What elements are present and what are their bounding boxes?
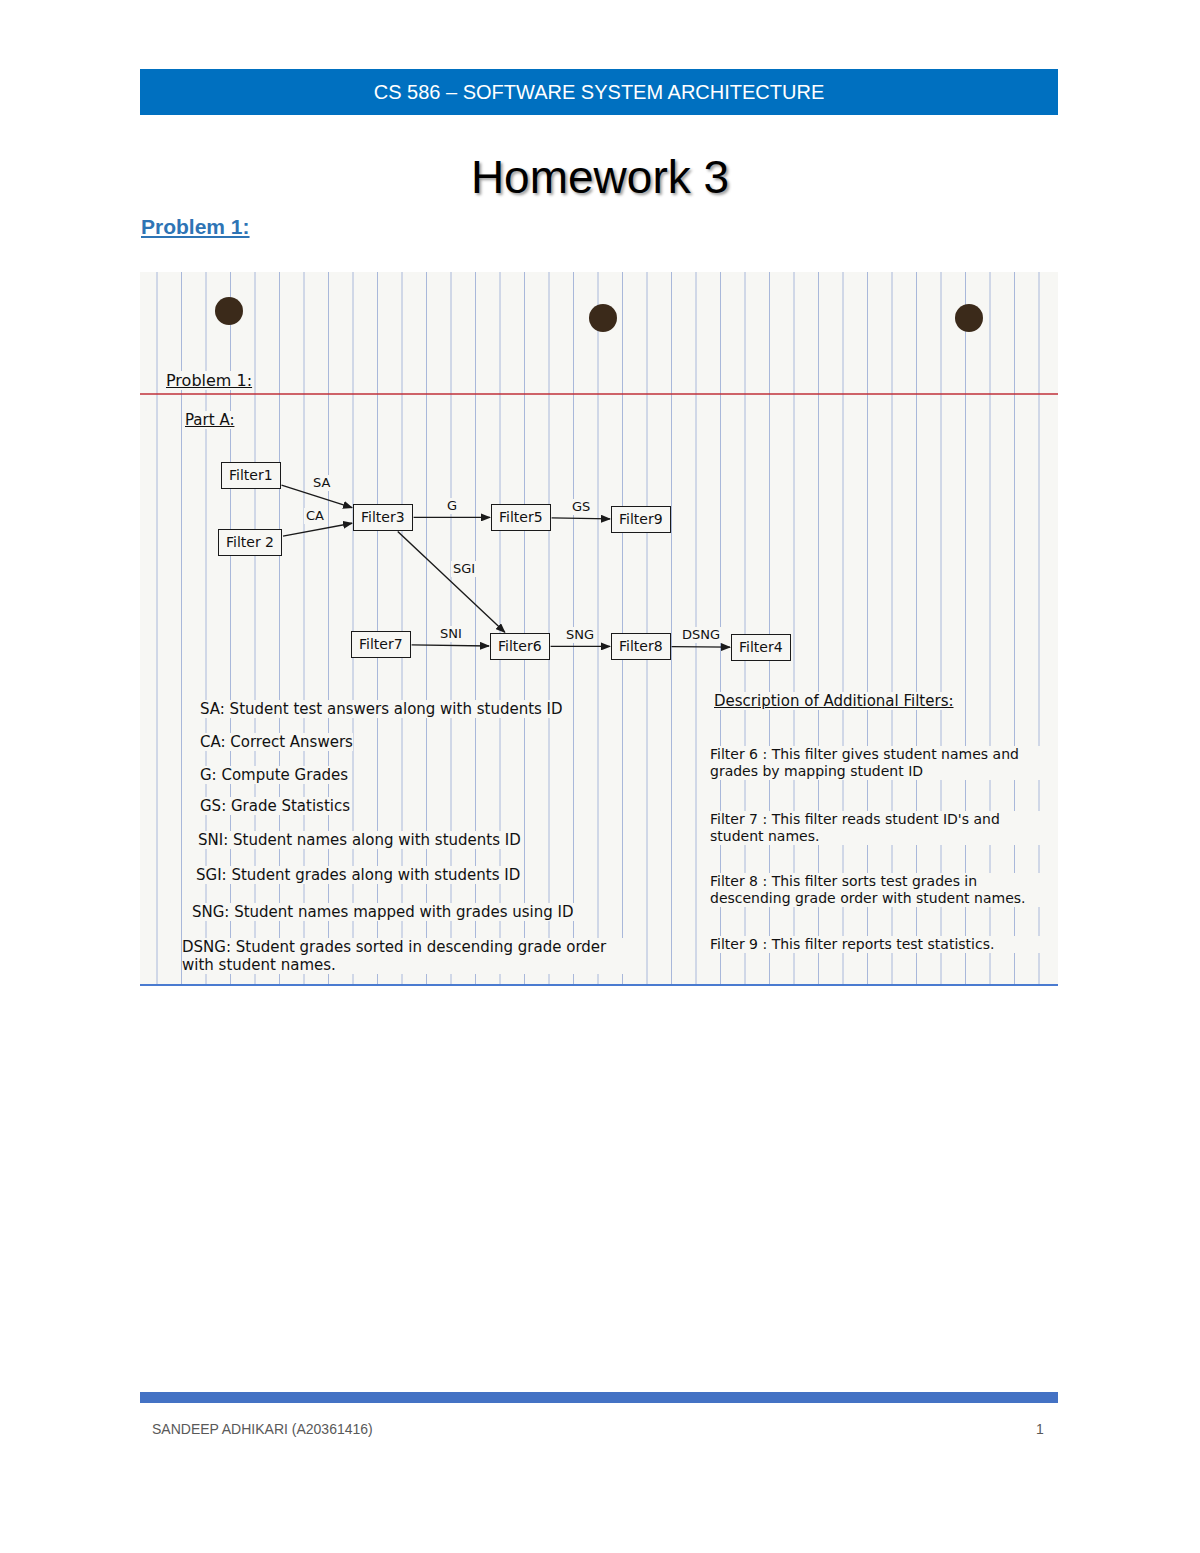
flow-label: GS (570, 499, 592, 515)
filter-box: Filter8 (611, 633, 671, 660)
filter-name: Filter1 (229, 467, 273, 484)
ruled-line (622, 272, 623, 984)
flow-label: G (445, 498, 459, 514)
filter-name: Filter7 (359, 636, 403, 653)
data-flow-arrow (283, 523, 352, 536)
filter-box: Filter3 (353, 504, 413, 531)
filter-name: Filter9 (619, 511, 663, 528)
filter-description: Filter 9 : This filter reports test stat… (710, 936, 1054, 953)
data-flow-arrow (412, 645, 489, 646)
data-flow-arrow (552, 517, 610, 519)
punch-hole (589, 304, 617, 332)
flow-label: SNG (564, 627, 596, 643)
filter-name: Filter 2 (226, 534, 274, 551)
filter-name: Filter4 (739, 639, 783, 656)
data-flow-arrow (672, 646, 730, 648)
ruled-line (157, 272, 158, 984)
flow-label: DSNG (680, 627, 722, 643)
flow-label: CA (304, 508, 326, 524)
ruled-line (671, 272, 672, 984)
flow-label: SNI (438, 626, 464, 642)
filter-name: Filter3 (361, 509, 405, 526)
header-bar (140, 69, 1058, 115)
part-heading: Part A: (185, 411, 234, 429)
abbreviation-note: G: Compute Grades (200, 766, 348, 784)
footer-bar (140, 1392, 1058, 1403)
flow-label: SGI (451, 561, 477, 577)
abbreviation-note: DSNG: Student grades sorted in descendin… (182, 938, 637, 974)
section-heading: Problem 1: (141, 214, 250, 239)
ruled-line (647, 272, 648, 984)
filter-description: Filter 7 : This filter reads student ID'… (710, 811, 1054, 845)
filter-name: Filter5 (499, 509, 543, 526)
abbreviation-note: GS: Grade Statistics (200, 797, 350, 815)
abbreviation-note: SA: Student test answers along with stud… (200, 700, 563, 718)
filter-name: Filter8 (619, 638, 663, 655)
filter-box: Filter4 (731, 634, 791, 661)
filter-box: Filter9 (611, 506, 671, 533)
ruled-line (524, 272, 525, 984)
footer-author: SANDEEP ADHIKARI (A20361416) (152, 1421, 373, 1438)
data-flow-arrow (414, 517, 490, 518)
data-flow-arrow (398, 531, 505, 632)
handwritten-heading: Problem 1: (166, 371, 252, 390)
abbreviation-note: SNI: Student names along with students I… (198, 831, 521, 849)
filter-name: Filter6 (498, 638, 542, 655)
filter-description: Filter 6 : This filter gives student nam… (710, 746, 1054, 780)
punch-hole (215, 297, 243, 325)
filter-box: Filter1 (221, 462, 281, 489)
scan-border (140, 984, 1058, 986)
abbreviation-note: SGI: Student grades along with students … (196, 866, 520, 884)
flow-label: SA (311, 475, 332, 491)
filter-box: Filter6 (490, 633, 550, 660)
ruled-line (549, 272, 550, 984)
filter-description: Filter 8 : This filter sorts test grades… (710, 873, 1054, 907)
header-text: CS 586 – SOFTWARE SYSTEM ARCHITECTURE (140, 80, 1058, 104)
page-title: Homework 3 (0, 150, 1200, 205)
filter-box: Filter5 (491, 504, 551, 531)
margin-line (140, 393, 1058, 395)
abbreviation-note: CA: Correct Answers (200, 733, 353, 751)
punch-hole (955, 304, 983, 332)
filter-box: Filter 2 (218, 529, 282, 556)
abbreviation-note: SNG: Student names mapped with grades us… (192, 903, 574, 921)
page-number: 1 (1036, 1421, 1044, 1438)
ruled-line (598, 272, 599, 984)
notebook-scan (140, 272, 1058, 984)
data-flow-arrow (551, 646, 610, 647)
filter-box: Filter7 (351, 631, 411, 658)
description-heading: Description of Additional Filters: (714, 692, 954, 710)
